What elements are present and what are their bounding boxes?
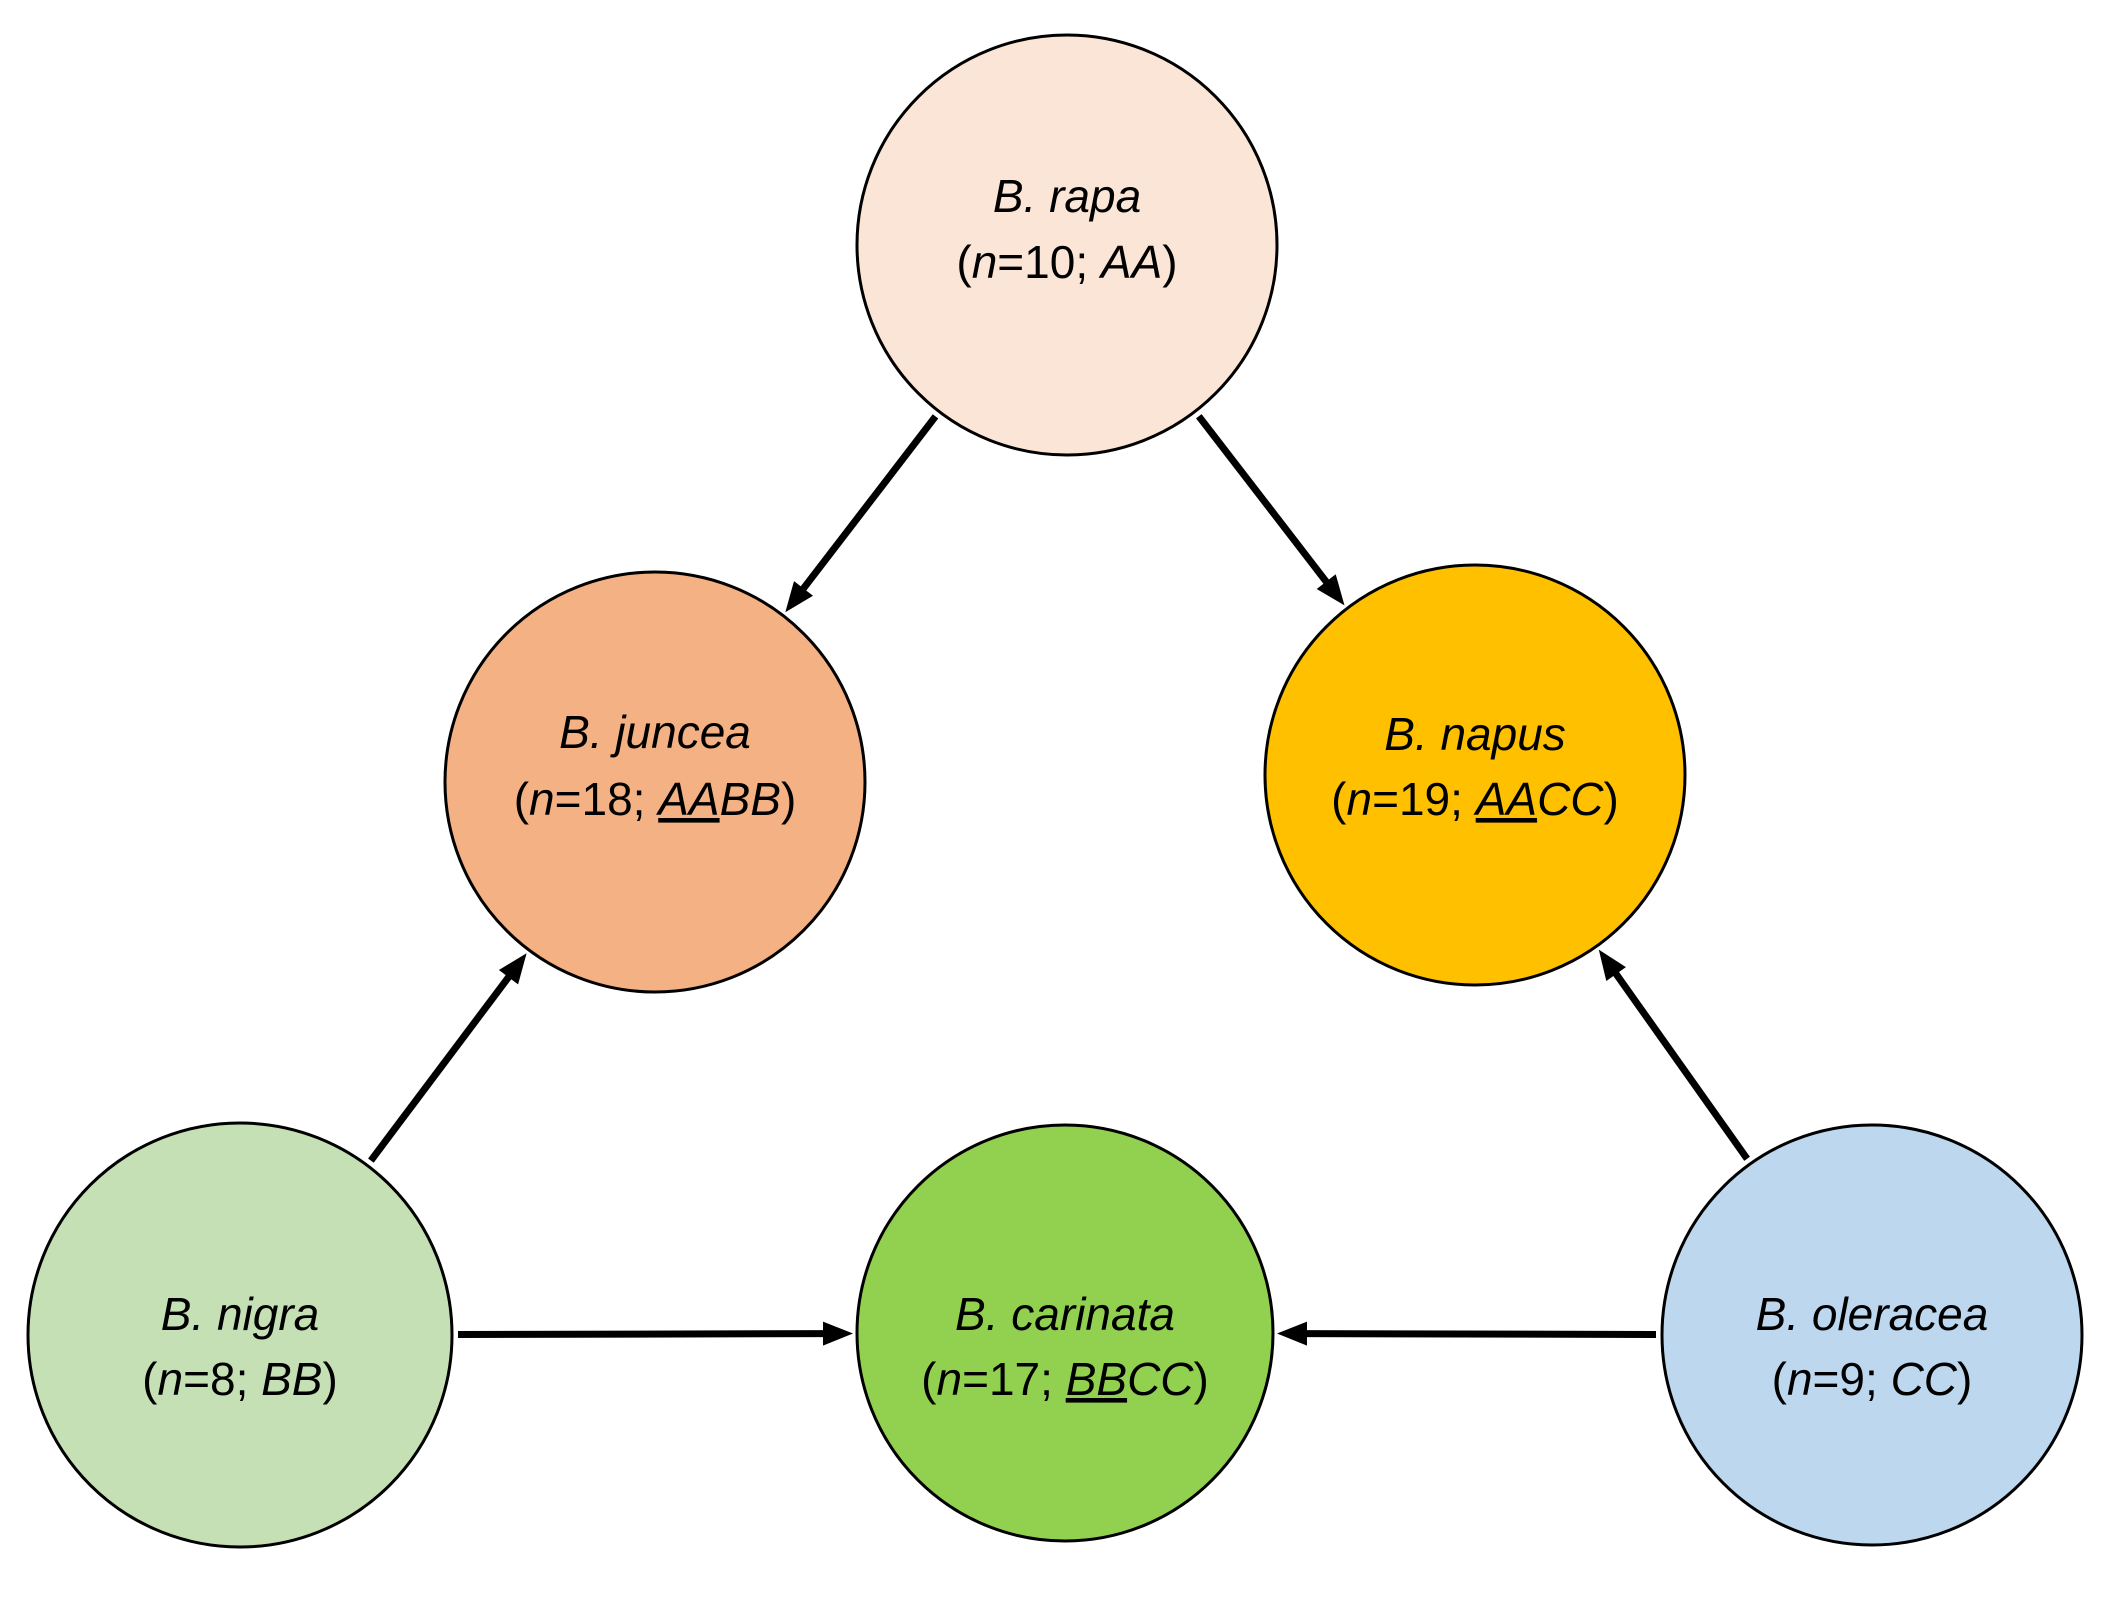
arrowhead (1277, 1321, 1307, 1346)
arrow-nigra-to-juncea (368, 953, 527, 1163)
node-b-carinata-species: B. carinata (955, 1288, 1175, 1340)
edges-layer (368, 414, 1750, 1346)
node-b-carinata-circle (855, 1123, 1275, 1543)
arrow-line (1304, 1330, 1657, 1338)
node-b-juncea-circle (443, 570, 867, 994)
arrow-rapa-to-juncea (785, 414, 939, 613)
arrow-line (1612, 970, 1750, 1161)
arrow-line (1196, 414, 1331, 586)
node-b-rapa-circle (855, 33, 1279, 457)
arrow-oleracea-to-carinata (1277, 1321, 1657, 1346)
node-b-napus: B. napus (n=19; AACC) (1263, 563, 1687, 987)
arrowhead (823, 1321, 853, 1346)
arrow-line (368, 973, 513, 1163)
node-b-napus-species: B. napus (1384, 708, 1566, 760)
arrow-line (457, 1330, 826, 1338)
node-b-carinata: B. carinata (n=17; BBCC) (855, 1123, 1275, 1543)
arrowhead (1316, 574, 1345, 606)
node-b-rapa-species: B. rapa (993, 170, 1141, 222)
arrowhead (498, 953, 527, 985)
arrow-line (799, 414, 939, 593)
node-b-nigra-circle (26, 1121, 454, 1549)
arrow-oleracea-to-napus (1598, 949, 1750, 1161)
node-b-rapa: B. rapa (n=10; AA) (855, 33, 1279, 457)
node-b-juncea-chromosomes: (n=18; AABB) (514, 773, 797, 825)
node-b-rapa-chromosomes: (n=10; AA) (956, 236, 1177, 288)
arrowhead (1598, 949, 1626, 981)
node-b-oleracea: B. oleracea (n=9; CC) (1660, 1123, 2084, 1547)
node-b-nigra: B. nigra (n=8; BB) (26, 1121, 454, 1549)
node-b-napus-chromosomes: (n=19; AACC) (1331, 773, 1619, 825)
arrow-rapa-to-napus (1196, 414, 1345, 606)
node-b-oleracea-chromosomes: (n=9; CC) (1772, 1353, 1973, 1405)
node-b-oleracea-species: B. oleracea (1756, 1288, 1989, 1340)
arrow-nigra-to-carinata (457, 1321, 853, 1346)
node-b-nigra-chromosomes: (n=8; BB) (142, 1353, 338, 1405)
node-b-napus-circle (1263, 563, 1687, 987)
arrowhead (785, 581, 813, 613)
node-b-carinata-chromosomes: (n=17; BBCC) (921, 1353, 1209, 1405)
node-b-nigra-species: B. nigra (161, 1288, 320, 1340)
node-b-juncea-species: B. juncea (559, 706, 751, 758)
node-b-oleracea-circle (1660, 1123, 2084, 1547)
node-b-juncea: B. juncea (n=18; AABB) (443, 570, 867, 994)
